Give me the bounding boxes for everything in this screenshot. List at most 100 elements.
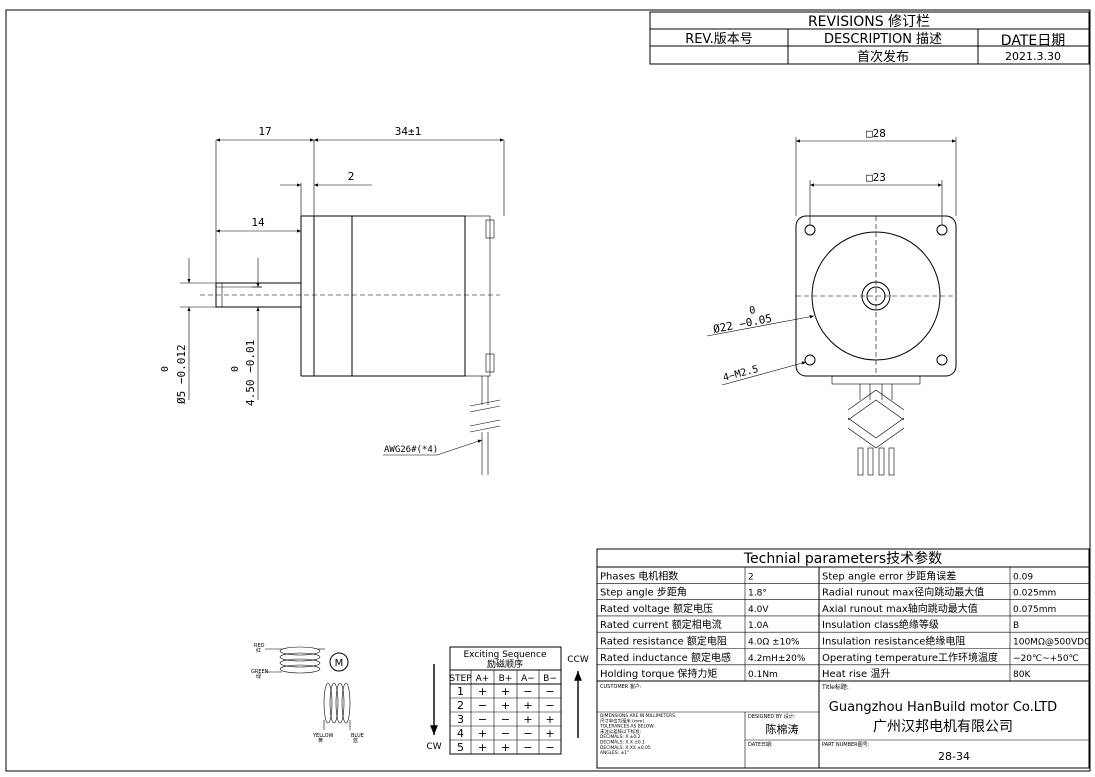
dim-28-label: □28	[866, 127, 886, 140]
tech-left-label: Step angle 步距角	[600, 587, 687, 599]
sequence-title-cn: 励磁顺序	[487, 658, 523, 670]
designer-name: 陈棉涛	[766, 722, 799, 736]
sequence-cell: −	[545, 741, 554, 754]
tech-left-value: 0.1Nm	[748, 670, 778, 680]
sequence-cell: +	[478, 741, 487, 754]
date-col-header: DATE日期	[1001, 33, 1065, 49]
tech-title: Technial parameters技术参数	[743, 550, 942, 567]
designed-by-label: DESIGNED BY 设计:	[748, 713, 796, 720]
sequence-cell: 2	[457, 699, 464, 712]
dim-shaft-dia-upper: 0	[160, 366, 171, 372]
sequence-cell: +	[478, 727, 487, 740]
tolerance-note: 未注公差按以下标准:	[600, 728, 641, 735]
tech-right-value: 80K	[1013, 670, 1031, 680]
dim-shaft-dia: Ø5 −0.012	[175, 344, 188, 404]
tech-right-value: −20℃~+50℃	[1013, 654, 1079, 664]
wire-yellow-cn: 黄	[318, 737, 323, 744]
sequence-header: B+	[499, 674, 513, 684]
dim-flat-upper: 0	[230, 366, 241, 372]
sequence-cell: +	[523, 713, 532, 726]
sequence-cell: 3	[457, 713, 464, 726]
side-view: 17 34±1 2 14 Ø5 −0.012 0 4.50 −0.01 0	[160, 125, 505, 475]
wire-red-cn: 红	[256, 647, 261, 654]
sequence-cell: 1	[457, 685, 464, 698]
tolerance-note: 尺寸单位为毫米 (mm).	[600, 717, 646, 724]
sequence-cell: −	[501, 713, 510, 726]
sequence-title: Exciting Sequence	[463, 650, 546, 660]
title-block: CUSTOMER 客户: Title标题: Guangzhou HanBuild…	[596, 680, 1090, 769]
front-view: □28 □23 0 Ø22 −0.05 4−M2.5	[706, 127, 957, 476]
tech-right-label: Insulation class绝缘等级	[822, 618, 939, 631]
tolerance-note: DECIMALS: X.X ±0.1	[600, 740, 645, 746]
sequence-cell: 5	[457, 741, 464, 754]
tech-right-value: 0.025mm	[1013, 589, 1056, 599]
tech-left-label: Holding torque 保持力矩	[600, 667, 717, 680]
sequence-cell: +	[501, 699, 510, 712]
tech-right-label: Axial runout max轴向跳动最大值	[822, 602, 978, 615]
cw-label: CW	[426, 742, 441, 752]
revision-description: 首次发布	[857, 49, 909, 65]
tech-right-value: 0.09	[1013, 572, 1033, 582]
tech-right-value: B	[1013, 621, 1019, 631]
tech-left-value: 1.8°	[748, 589, 767, 599]
tech-right-label: Operating temperature工作环境温度	[822, 651, 998, 664]
wire-red-label: RED	[254, 643, 265, 649]
tech-right-label: Heat rise 温升	[822, 668, 890, 680]
tolerance-note: DECIMALS: X.XX ±0.05	[600, 745, 651, 751]
revisions-table: REVISIONS 修订栏 REV.版本号 DESCRIPTION 描述 DAT…	[649, 11, 1090, 65]
wire-green-label: GREEN	[251, 669, 269, 675]
rev-col-header: REV.版本号	[685, 32, 753, 47]
tech-right-label: Step angle error 步距角误差	[822, 569, 956, 582]
sequence-header: A−	[521, 674, 535, 684]
tech-left-label: Rated resistance 额定电阻	[600, 635, 727, 648]
dim-flat: 4.50 −0.01	[244, 340, 257, 406]
sequence-cell: −	[545, 699, 554, 712]
sequence-cell: −	[523, 685, 532, 698]
coil-vertical	[323, 682, 351, 730]
sequence-header: B−	[543, 674, 557, 684]
sequence-cell: +	[523, 699, 532, 712]
sequence-cell: −	[523, 727, 532, 740]
tech-left-label: Rated voltage 额定电压	[600, 602, 713, 615]
sequence-cell: +	[545, 727, 554, 740]
company-name-cn: 广州汉邦电机有限公司	[873, 719, 1013, 735]
sequence-cell: 4	[457, 727, 464, 740]
sequence-cell: +	[501, 741, 510, 754]
tech-right-label: Radial runout max径向跳动最大值	[822, 586, 984, 599]
dim-holes: 4−M2.5	[722, 364, 760, 384]
wire-gauge-label: AWG26#(*4)	[384, 445, 438, 455]
tolerance-note: TOLERANCES AS BELOW:	[599, 724, 655, 730]
sequence-header: STEP	[449, 674, 472, 684]
tech-left-value: 4.0V	[748, 605, 769, 615]
dim-boss-dia: Ø22 −0.05	[712, 312, 773, 336]
tech-left-label: Phases 电机相数	[600, 569, 678, 582]
tech-left-label: Rated current 额定相电流	[600, 618, 722, 631]
dim-boss-upper: 0	[748, 305, 756, 317]
drawing-frame	[5, 9, 1091, 772]
motor-symbol	[329, 652, 349, 672]
sequence-cell: +	[501, 685, 510, 698]
tech-right-value: 100MΩ@500VDC	[1013, 638, 1090, 648]
sequence-cell: −	[545, 685, 554, 698]
part-number-label: PART NUMBER图号:	[822, 742, 870, 748]
sequence-cell: −	[478, 699, 487, 712]
dim-23-label: □23	[866, 171, 886, 184]
ccw-label: CCW	[567, 655, 589, 665]
part-number: 28-34	[938, 750, 970, 763]
revisions-title: REVISIONS 修订栏	[808, 14, 930, 30]
customer-label: CUSTOMER 客户:	[600, 683, 642, 690]
tolerance-note: DECIMALS: X ±0.2	[600, 734, 641, 740]
tolerance-note: ANGLES: ±1°	[600, 750, 629, 756]
sequence-cell: −	[523, 741, 532, 754]
wire-blue-cn: 蓝	[353, 737, 358, 744]
date-label: DATE日期:	[748, 742, 773, 748]
wire-yellow-label: YELLOW	[312, 733, 334, 739]
company-name-en: Guangzhou HanBuild motor Co.LTD	[829, 700, 1057, 715]
wire-green-cn: 绿	[256, 673, 261, 680]
wire-blue-label: BLUE	[351, 733, 364, 739]
tech-left-value: 4.2mH±20%	[748, 654, 806, 664]
title-label: Title标题:	[821, 683, 849, 691]
sequence-cell: −	[501, 727, 510, 740]
